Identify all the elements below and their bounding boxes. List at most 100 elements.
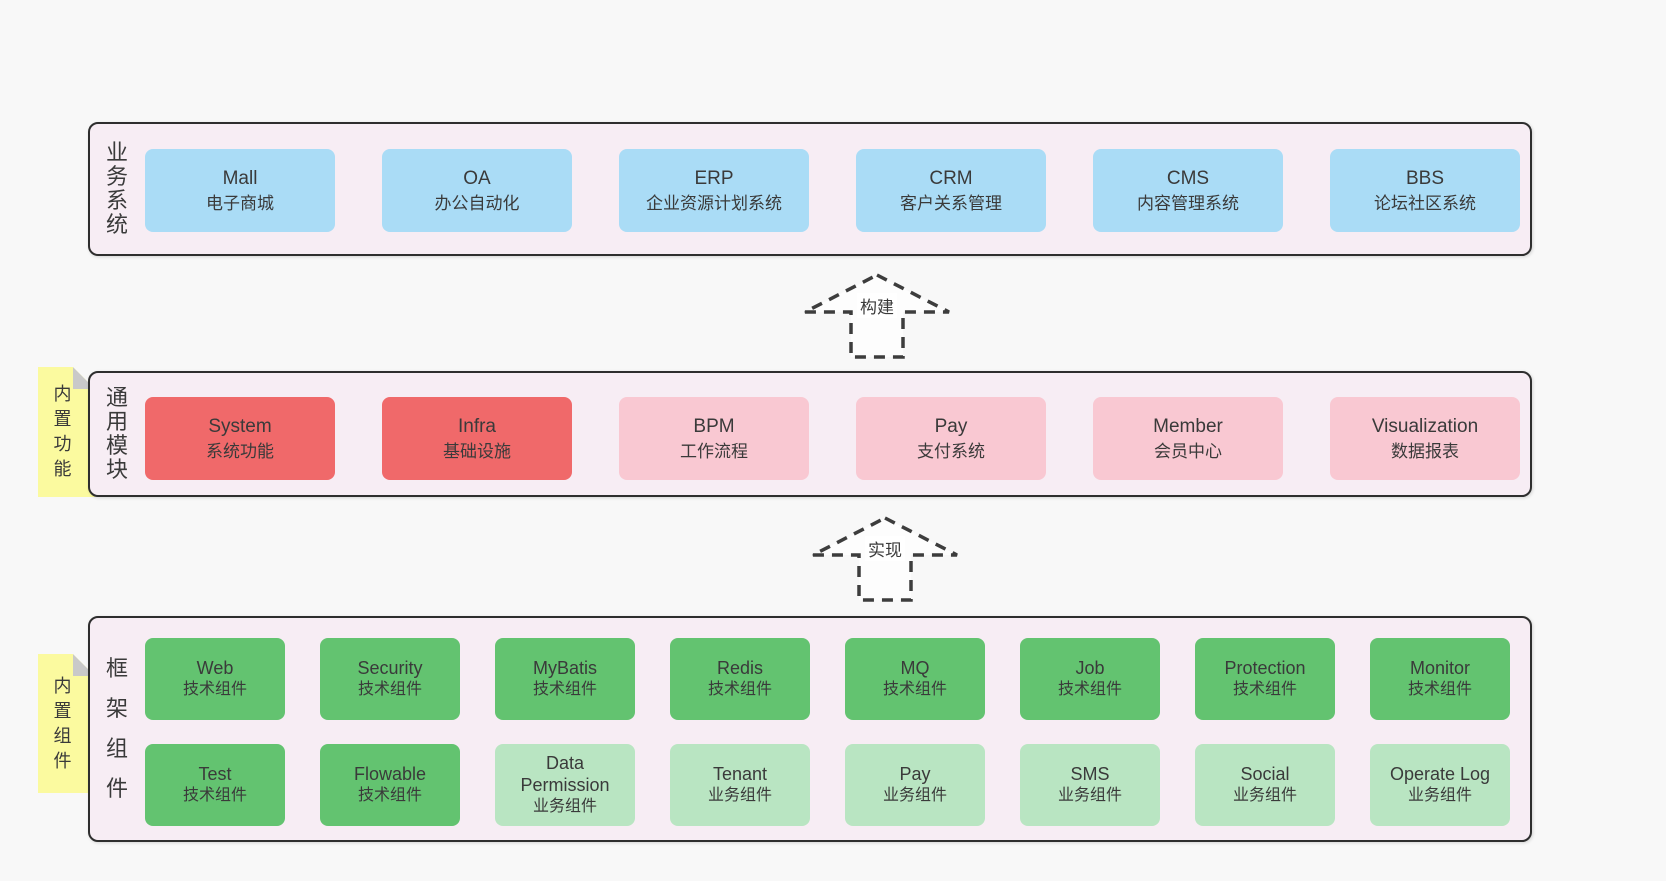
box-title: Member (1153, 415, 1223, 437)
box-title: CRM (929, 167, 973, 189)
box-subtitle: 业务组件 (882, 787, 947, 804)
box-title: Mall (222, 167, 258, 189)
box-subtitle: 技术组件 (1232, 681, 1297, 698)
arrow-implement-label: 实现 (865, 536, 905, 561)
box-title: ERP (694, 167, 734, 189)
sticky-note-built-in-components: 内置组件 (38, 654, 95, 793)
box-mybatis: MyBatis 技术组件 (495, 638, 635, 720)
box-title: Redis (716, 658, 764, 678)
box-subtitle: 技术组件 (532, 681, 597, 698)
box-pay: Pay 支付系统 (856, 397, 1046, 480)
box-title: Security (357, 658, 423, 678)
box-subtitle: 业务组件 (1407, 787, 1472, 804)
box-title: Tenant (712, 764, 768, 784)
box-web: Web 技术组件 (145, 638, 285, 720)
box-subtitle: 技术组件 (357, 681, 422, 698)
box-title: Visualization (1371, 415, 1479, 437)
box-bbs: BBS 论坛社区系统 (1330, 149, 1520, 232)
box-pay-component: Pay 业务组件 (845, 744, 985, 826)
box-subtitle: 技术组件 (182, 681, 247, 698)
box-subtitle: 工作流程 (680, 441, 748, 461)
box-flowable: Flowable 技术组件 (320, 744, 460, 826)
box-system: System 系统功能 (145, 397, 335, 480)
box-oa: OA 办公自动化 (382, 149, 572, 232)
box-subtitle: 系统功能 (206, 441, 274, 461)
box-title: OA (463, 167, 491, 189)
box-title: System (208, 415, 272, 437)
framework-components-row-2: Test 技术组件 Flowable 技术组件 Data Permission … (145, 744, 1510, 826)
box-title: Flowable (353, 764, 427, 784)
box-title: Infra (457, 415, 497, 437)
box-title: Social (1240, 764, 1290, 784)
box-title: Job (1075, 658, 1105, 678)
box-job: Job 技术组件 (1020, 638, 1160, 720)
box-title: Web (196, 658, 234, 678)
box-subtitle: 技术组件 (182, 787, 247, 804)
box-erp: ERP 企业资源计划系统 (619, 149, 809, 232)
box-title: BPM (693, 415, 735, 437)
box-monitor: Monitor 技术组件 (1370, 638, 1510, 720)
box-sms: SMS 业务组件 (1020, 744, 1160, 826)
box-subtitle: 会员中心 (1154, 441, 1222, 461)
box-subtitle: 技术组件 (1407, 681, 1472, 698)
common-modules-row: System 系统功能 Infra 基础设施 BPM 工作流程 Pay 支付系统… (145, 397, 1520, 480)
box-operate-log: Operate Log 业务组件 (1370, 744, 1510, 826)
box-subtitle: 支付系统 (917, 441, 985, 461)
box-title: Test (198, 764, 232, 784)
box-title: Pay (934, 415, 968, 437)
box-title: CMS (1166, 167, 1210, 189)
layer-label-business-systems: 业务系统 (105, 140, 128, 237)
box-subtitle: 内容管理系统 (1137, 193, 1239, 213)
box-subtitle: 数据报表 (1391, 441, 1459, 461)
box-mq: MQ 技术组件 (845, 638, 985, 720)
box-redis: Redis 技术组件 (670, 638, 810, 720)
box-subtitle: 客户关系管理 (900, 193, 1002, 213)
box-tenant: Tenant 业务组件 (670, 744, 810, 826)
business-systems-row: Mall 电子商城 OA 办公自动化 ERP 企业资源计划系统 CRM 客户关系… (145, 149, 1520, 232)
box-infra: Infra 基础设施 (382, 397, 572, 480)
box-title: MyBatis (532, 658, 597, 678)
box-subtitle: 电子商城 (206, 193, 274, 213)
box-title: Protection (1224, 658, 1306, 678)
box-subtitle: 业务组件 (707, 787, 772, 804)
box-subtitle: 技术组件 (357, 787, 422, 804)
box-subtitle: 业务组件 (1057, 787, 1122, 804)
box-data-permission: Data Permission 业务组件 (495, 744, 635, 826)
box-bpm: BPM 工作流程 (619, 397, 809, 480)
box-subtitle: 业务组件 (532, 798, 597, 815)
box-subtitle: 基础设施 (443, 441, 511, 461)
arrow-build-label: 构建 (857, 293, 897, 318)
box-title: Data Permission (520, 753, 610, 795)
layer-label-common-modules: 通用模块 (105, 385, 128, 482)
box-test: Test 技术组件 (145, 744, 285, 826)
box-crm: CRM 客户关系管理 (856, 149, 1046, 232)
arrow-build: 构建 (802, 272, 952, 360)
sticky-note-built-in-features: 内置功能 (38, 367, 95, 497)
panel-common-modules: 通用模块 System 系统功能 Infra 基础设施 BPM 工作流程 Pay… (88, 371, 1532, 497)
box-subtitle: 技术组件 (1057, 681, 1122, 698)
box-mall: Mall 电子商城 (145, 149, 335, 232)
box-social: Social 业务组件 (1195, 744, 1335, 826)
framework-components-row-1: Web 技术组件 Security 技术组件 MyBatis 技术组件 Redi… (145, 638, 1510, 720)
arrow-implement: 实现 (810, 515, 960, 603)
box-member: Member 会员中心 (1093, 397, 1283, 480)
box-title: Operate Log (1389, 764, 1491, 784)
panel-framework-components: 框架组件 Web 技术组件 Security 技术组件 MyBatis 技术组件… (88, 616, 1532, 842)
box-security: Security 技术组件 (320, 638, 460, 720)
box-title: BBS (1405, 167, 1445, 189)
box-subtitle: 技术组件 (882, 681, 947, 698)
layer-label-framework-components: 框架组件 (105, 656, 128, 801)
box-subtitle: 企业资源计划系统 (646, 193, 782, 213)
box-cms: CMS 内容管理系统 (1093, 149, 1283, 232)
box-subtitle: 论坛社区系统 (1374, 193, 1476, 213)
box-subtitle: 技术组件 (707, 681, 772, 698)
box-title: SMS (1070, 764, 1110, 784)
box-subtitle: 办公自动化 (434, 193, 520, 213)
box-title: MQ (900, 658, 930, 678)
box-protection: Protection 技术组件 (1195, 638, 1335, 720)
panel-business-systems: 业务系统 Mall 电子商城 OA 办公自动化 ERP 企业资源计划系统 CRM… (88, 122, 1532, 256)
box-title: Monitor (1409, 658, 1471, 678)
box-subtitle: 业务组件 (1232, 787, 1297, 804)
box-title: Pay (899, 764, 931, 784)
box-visualization: Visualization 数据报表 (1330, 397, 1520, 480)
